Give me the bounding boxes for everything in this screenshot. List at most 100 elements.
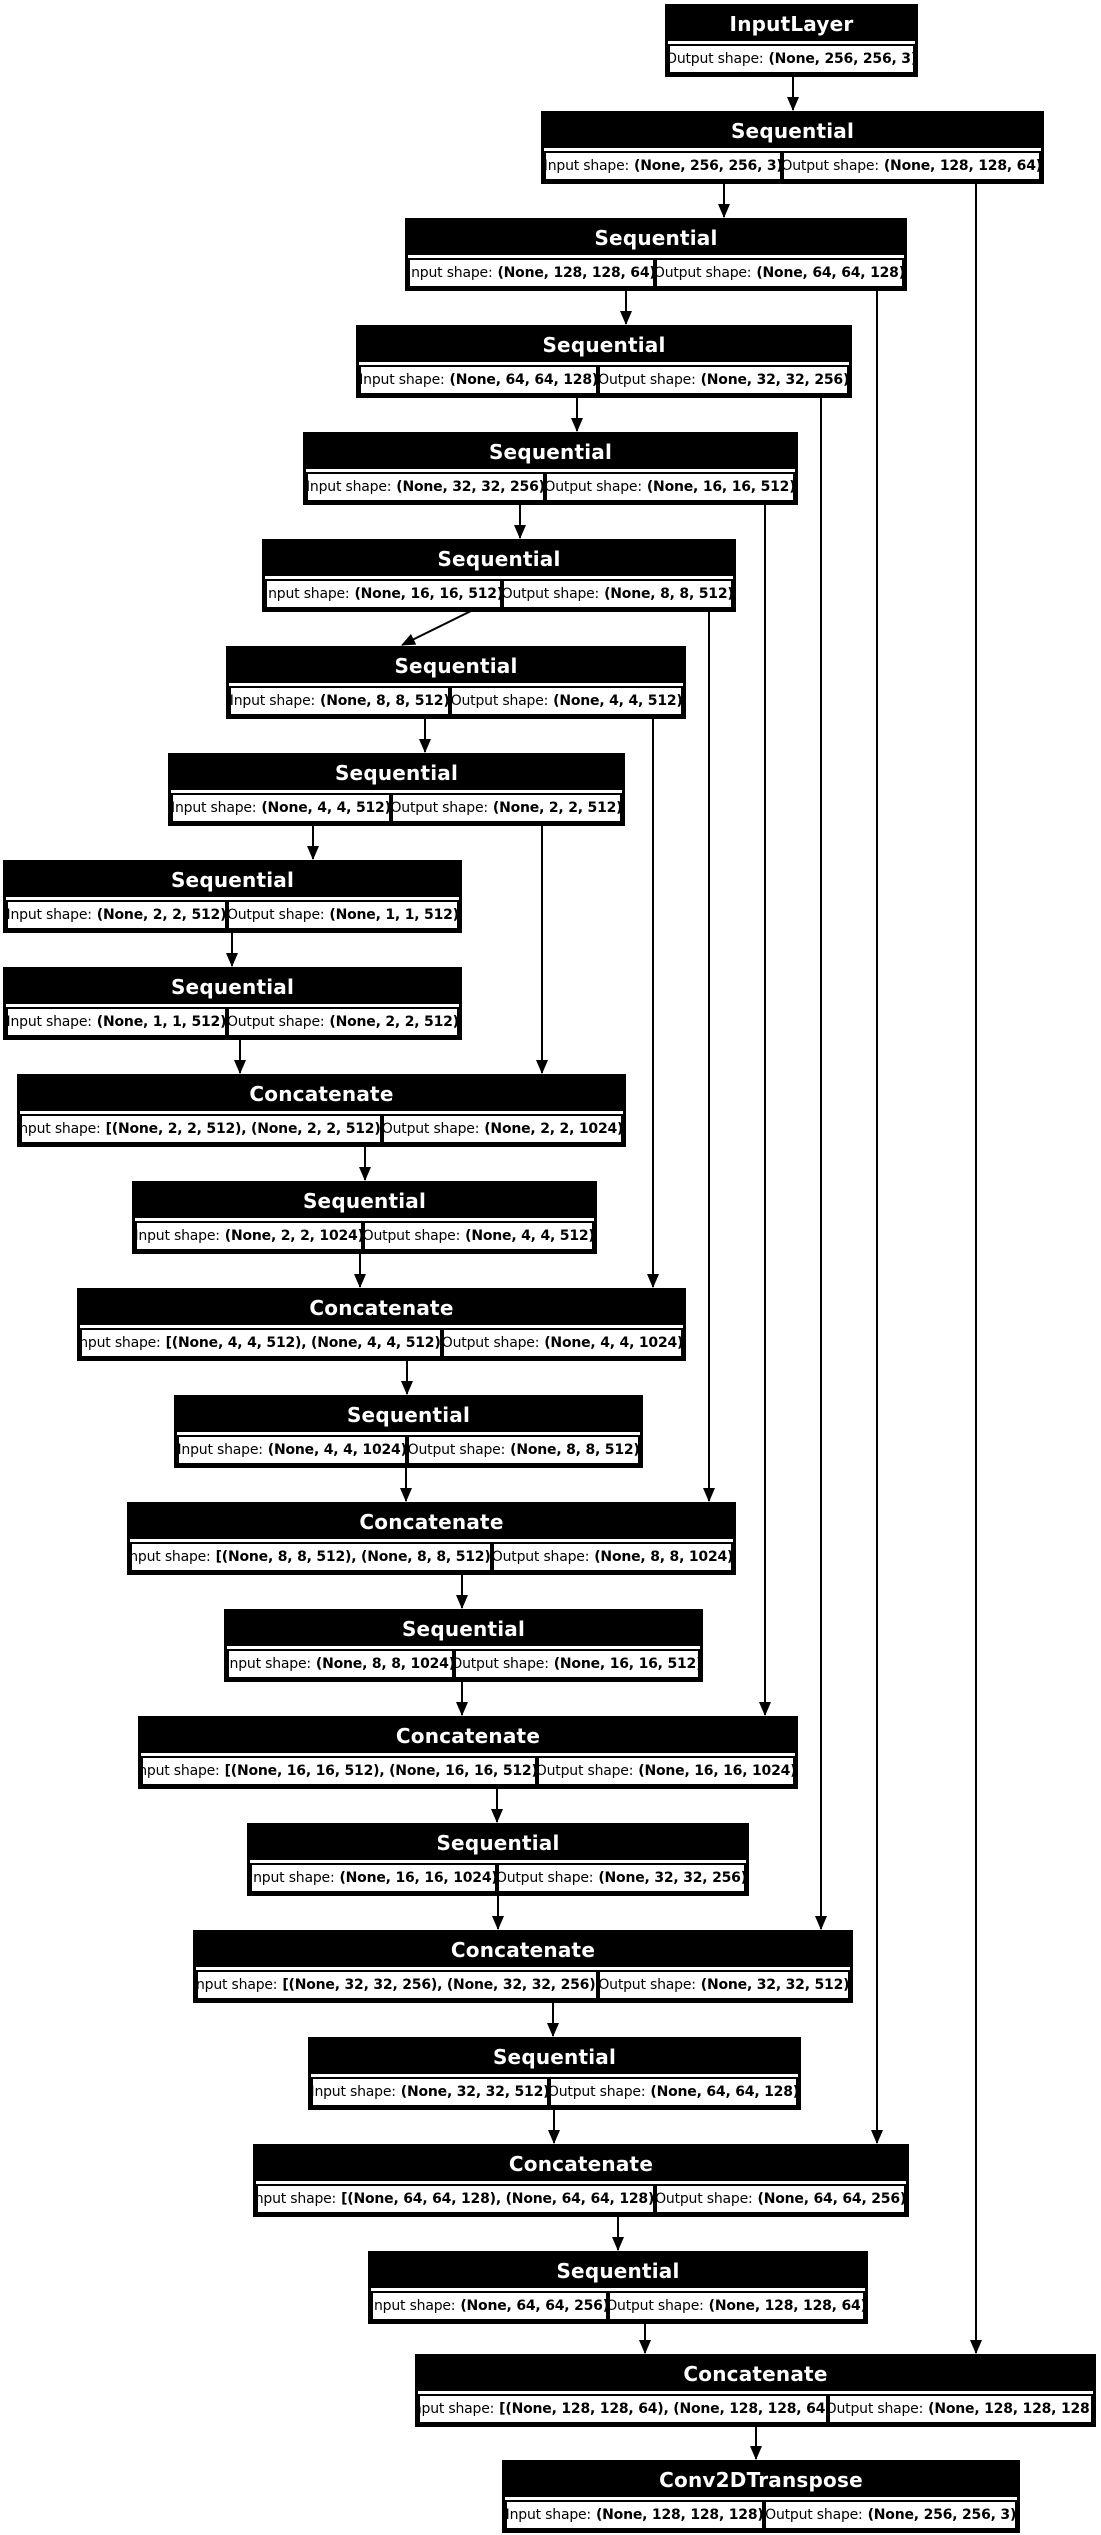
output-shape-value: (None, 32, 32, 256) — [700, 372, 849, 388]
output-shape-label: Output shape: — [828, 2401, 924, 2417]
input-shape-value: (None, 2, 2, 512) — [96, 907, 227, 923]
input-shape-value: (None, 4, 4, 1024) — [267, 1442, 407, 1458]
shape-cells-row: Input shape:[(None, 4, 4, 512), (None, 4… — [80, 1325, 683, 1358]
shape-cells-row: Input shape:(None, 32, 32, 512)Output sh… — [311, 2074, 798, 2107]
output-shape-cell: Output shape:(None, 4, 4, 512) — [450, 686, 683, 716]
output-shape-label: Output shape: — [226, 907, 325, 923]
layer-type-title: Sequential — [542, 333, 666, 357]
layer-type-title: Sequential — [401, 1617, 526, 1641]
output-shape-value: (None, 4, 4, 1024) — [544, 1335, 683, 1351]
input-shape-label: Input shape: — [227, 1656, 311, 1672]
layer-type-title: Concatenate — [395, 1724, 541, 1748]
output-shape-cell: Output shape:(None, 256, 256, 3) — [668, 44, 915, 74]
input-shape-cell: Input shape:[(None, 2, 2, 512), (None, 2… — [20, 1114, 383, 1144]
input-shape-value: (None, 4, 4, 512) — [261, 800, 391, 816]
input-shape-cell: Input shape:[(None, 64, 64, 128), (None,… — [256, 2184, 656, 2214]
shape-cells-row: Input shape:(None, 128, 128, 64)Output s… — [408, 255, 904, 288]
input-shape-cell: Input shape:(None, 8, 8, 512) — [229, 686, 451, 716]
output-shape-value: (None, 1, 1, 512) — [329, 907, 459, 923]
layer-type-title: Sequential — [492, 2045, 617, 2069]
output-shape-label: Output shape: — [450, 693, 549, 709]
output-shape-value: (None, 256, 256, 3) — [768, 51, 915, 67]
input-shape-label: Input shape: — [256, 2191, 337, 2207]
output-shape-value: (None, 16, 16, 512) — [646, 479, 795, 495]
input-shape-label: Input shape: — [130, 1549, 211, 1565]
output-shape-value: (None, 64, 64, 256) — [757, 2191, 906, 2207]
input-shape-label: Input shape: — [80, 1335, 161, 1351]
layer-type-title: Concatenate — [683, 2362, 828, 2386]
input-shape-cell: Input shape:(None, 16, 16, 1024) — [250, 1863, 497, 1893]
input-shape-value: (None, 8, 8, 1024) — [315, 1656, 454, 1672]
input-shape-label: Input shape: — [311, 2084, 396, 2100]
output-shape-label: Output shape: — [544, 479, 642, 495]
input-shape-label: Input shape: — [265, 586, 350, 602]
shape-cells-row: Input shape:(None, 4, 4, 1024)Output sha… — [177, 1432, 640, 1465]
shape-cells-row: Input shape:[(None, 16, 16, 512), (None,… — [141, 1753, 795, 1786]
layer-type-title: Sequential — [394, 654, 518, 678]
shape-cells-row: Input shape:(None, 16, 16, 1024)Output s… — [250, 1860, 746, 1893]
layer-type-title: Sequential — [334, 761, 459, 785]
input-shape-value: (None, 128, 128, 64) — [497, 265, 655, 281]
output-shape-value: (None, 256, 256, 3) — [867, 2507, 1017, 2523]
shape-cells-row: Input shape:(None, 256, 256, 3)Output sh… — [544, 148, 1041, 181]
output-shape-label: Output shape: — [765, 2507, 863, 2523]
output-shape-value: (None, 128, 128, 64) — [708, 2298, 865, 2314]
output-shape-cell: Output shape:(None, 8, 8, 1024) — [492, 1542, 733, 1572]
shape-cells-row: Input shape:[(None, 2, 2, 512), (None, 2… — [20, 1111, 623, 1144]
input-shape-value: [(None, 128, 128, 64), (None, 128, 128, … — [499, 2401, 829, 2417]
input-shape-value: (None, 128, 128, 128) — [595, 2507, 764, 2523]
layer-type-title: Conv2DTranspose — [659, 2468, 863, 2492]
output-shape-cell: Output shape:(None, 32, 32, 256) — [496, 1863, 746, 1893]
output-shape-label: Output shape: — [782, 158, 879, 174]
input-shape-cell: Input shape:(None, 4, 4, 1024) — [177, 1435, 408, 1465]
input-shape-value: [(None, 64, 64, 128), (None, 64, 64, 128… — [341, 2191, 656, 2207]
input-shape-value: (None, 64, 64, 128) — [449, 372, 599, 388]
input-shape-cell: Input shape:(None, 4, 4, 512) — [171, 793, 391, 823]
input-shape-cell: Input shape:(None, 2, 2, 1024) — [135, 1221, 364, 1251]
output-shape-cell: Output shape:(None, 8, 8, 512) — [502, 579, 733, 609]
output-shape-value: (None, 128, 128, 128) — [928, 2401, 1093, 2417]
output-shape-label: Output shape: — [607, 2298, 704, 2314]
output-shape-cell: Output shape:(None, 16, 16, 512) — [544, 472, 795, 502]
input-shape-label: Input shape: — [177, 1442, 263, 1458]
input-shape-value: (None, 1, 1, 512) — [96, 1014, 227, 1030]
output-shape-value: (None, 64, 64, 128) — [650, 2084, 798, 2100]
input-shape-label: Input shape: — [141, 1763, 220, 1779]
input-shape-cell: Input shape:(None, 256, 256, 3) — [544, 151, 783, 181]
layer-type-title: Sequential — [730, 119, 855, 143]
input-shape-value: (None, 32, 32, 256) — [396, 479, 545, 495]
output-shape-label: Output shape: — [598, 1977, 696, 1993]
input-shape-cell: Input shape:[(None, 128, 128, 64), (None… — [418, 2394, 829, 2424]
output-shape-label: Output shape: — [226, 1014, 325, 1030]
output-shape-cell: Output shape:(None, 32, 32, 256) — [598, 365, 849, 395]
input-shape-label: Input shape: — [544, 158, 630, 174]
shape-cells-row: Input shape:(None, 4, 4, 512)Output shap… — [171, 790, 622, 823]
output-shape-cell: Output shape:(None, 8, 8, 512) — [407, 1435, 640, 1465]
input-shape-label: Input shape: — [135, 1228, 220, 1244]
input-shape-cell: Input shape:(None, 2, 2, 512) — [6, 900, 227, 930]
output-shape-label: Output shape: — [598, 372, 696, 388]
input-shape-label: Input shape: — [250, 1870, 335, 1886]
input-shape-label: Input shape: — [371, 2298, 456, 2314]
input-shape-value: (None, 32, 32, 512) — [400, 2084, 549, 2100]
output-shape-cell: Output shape:(None, 4, 4, 1024) — [442, 1328, 683, 1358]
input-shape-cell: Input shape:(None, 8, 8, 1024) — [227, 1649, 454, 1679]
input-shape-value: [(None, 8, 8, 512), (None, 8, 8, 512)] — [215, 1549, 493, 1565]
output-shape-value: (None, 8, 8, 512) — [510, 1442, 640, 1458]
shape-cells-row: Input shape:[(None, 64, 64, 128), (None,… — [256, 2181, 906, 2214]
input-shape-cell: Input shape:[(None, 16, 16, 512), (None,… — [141, 1756, 538, 1786]
output-shape-cell: Output shape:(None, 2, 2, 1024) — [382, 1114, 623, 1144]
layer-type-title: Sequential — [170, 975, 295, 999]
output-shape-cell: Output shape:(None, 128, 128, 64) — [607, 2291, 865, 2321]
